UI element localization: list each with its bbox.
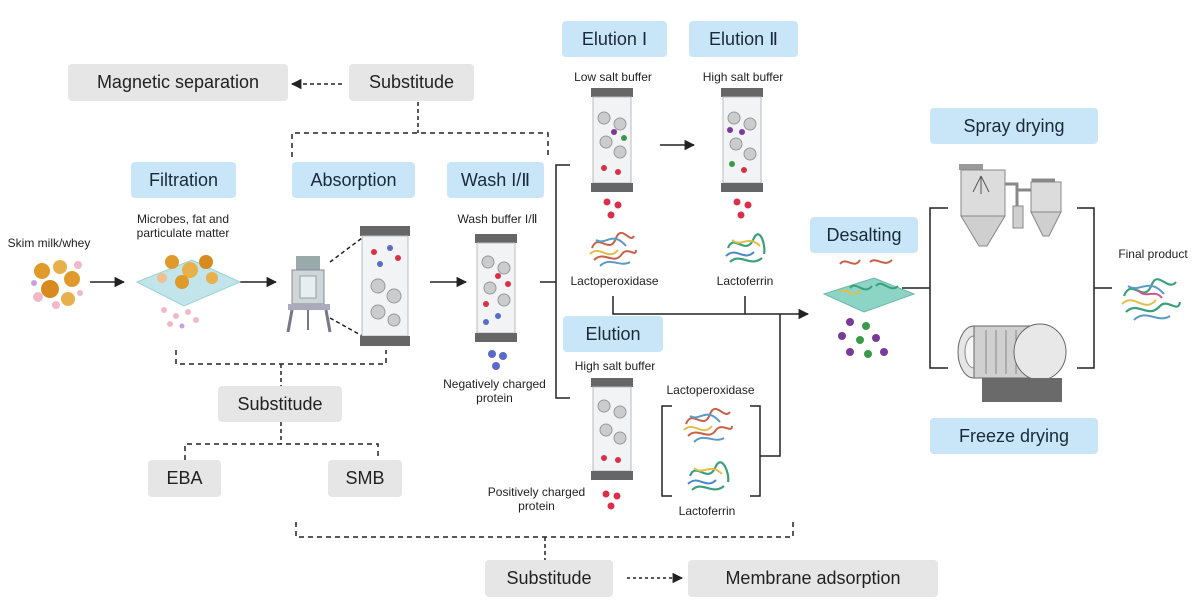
- smb-label: SMB: [345, 468, 385, 488]
- high-salt-buffer-text-1: High salt buffer: [702, 70, 784, 84]
- microbes-text: Microbes, fat and particulate matter: [136, 212, 230, 240]
- split-bracket: [555, 164, 570, 399]
- substitude-top-box: Substitude: [349, 64, 474, 101]
- spray-dryer-icon: [959, 164, 1062, 247]
- negative-beads-icon: [488, 350, 507, 370]
- filter-icon: [135, 255, 242, 329]
- eba-box: EBA: [148, 460, 221, 497]
- membrane-adsorption-label: Membrane adsorption: [725, 568, 901, 588]
- negative-protein-text: Negatively charged protein: [443, 377, 546, 405]
- substitude-bottom-box: Substitude: [485, 560, 613, 597]
- skim-milk-text: Skim milk/whey: [7, 236, 91, 250]
- smb-box: SMB: [328, 460, 402, 497]
- elution-2-column-icon: [721, 88, 763, 192]
- protein-bracket-right: [750, 405, 761, 497]
- desalting-box: Desalting: [810, 217, 918, 253]
- apparatus-icon: [286, 256, 332, 333]
- absorption-box: Absorption: [292, 162, 415, 198]
- positive-protein-text: Positively charged protein: [487, 485, 586, 513]
- positive-beads-icon: [602, 490, 621, 510]
- substitude-bottom-label: Substitude: [506, 568, 592, 588]
- dryer-split-bracket: [929, 207, 948, 369]
- freeze-dryer-icon: [957, 323, 1067, 402]
- dashed-bracket-top: [291, 132, 549, 157]
- magnetic-separation-box: Magnetic separation: [68, 64, 288, 101]
- elution-2-label: Elution Ⅱ: [709, 28, 778, 49]
- magnetic-separation-label: Magnetic separation: [96, 72, 260, 92]
- elution-to-desalting-line: [760, 314, 781, 457]
- milk-particles-icon: [31, 260, 83, 309]
- filtration-label: Filtration: [148, 169, 219, 190]
- lactoperoxidase-text-1: Lactoperoxidase: [570, 274, 659, 288]
- protein-bracket-left: [661, 405, 672, 497]
- elution-column-icon: [591, 378, 633, 480]
- elution-1-column-icon: [591, 88, 633, 192]
- spray-drying-label: Spray drying: [963, 115, 1065, 136]
- dashed-bracket-eba-smb: [184, 443, 379, 460]
- lactoferrin-protein-icon-1: [725, 233, 766, 263]
- high-salt-buffer-text-2: High salt buffer: [574, 359, 656, 373]
- zoom-line-upper: [329, 234, 367, 263]
- desalting-membrane-icon: [822, 259, 916, 358]
- elution-box: Elution: [563, 316, 663, 352]
- lactoperoxidase-protein-icon-2: [683, 407, 733, 443]
- absorption-label: Absorption: [310, 169, 397, 190]
- freeze-drying-box: Freeze drying: [930, 418, 1098, 454]
- arrow-to-desalting: [612, 296, 810, 320]
- membrane-adsorption-box: Membrane adsorption: [688, 560, 938, 597]
- lactoferrin-protein-icon-2: [687, 461, 730, 491]
- absorption-column-icon: [360, 226, 410, 346]
- spray-drying-box: Spray drying: [930, 108, 1098, 144]
- elution-2-box: Elution Ⅱ: [689, 21, 798, 57]
- final-product-text: Final product: [1118, 247, 1188, 261]
- dashed-bracket-mid: [175, 350, 387, 365]
- lactoperoxidase-text-2: Lactoperoxidase: [666, 383, 755, 397]
- substitude-top-label: Substitude: [368, 72, 455, 92]
- elution-2-beads-icon: [733, 198, 752, 219]
- elution-label: Elution: [585, 323, 641, 344]
- elution-1-beads-icon: [603, 198, 622, 219]
- freeze-drying-label: Freeze drying: [958, 425, 1070, 446]
- wash-box: Wash I/Ⅱ: [447, 162, 544, 198]
- low-salt-buffer-text: Low salt buffer: [574, 70, 652, 84]
- substitude-mid-label: Substitude: [237, 393, 323, 414]
- lactoferrin-text-2: Lactoferrin: [678, 504, 736, 518]
- wash-label: Wash I/Ⅱ: [460, 169, 531, 190]
- wash-column-icon: [475, 234, 517, 342]
- eba-label: EBA: [166, 468, 203, 488]
- substitude-mid-box: Substitude: [218, 386, 342, 422]
- lactoferrin-text-1: Lactoferrin: [716, 274, 774, 288]
- wash-buffer-text: Wash buffer I/Ⅱ: [457, 212, 538, 226]
- filtration-box: Filtration: [131, 162, 236, 198]
- final-product-protein-icon: [1121, 278, 1182, 321]
- elution-1-box: Elution Ⅰ: [562, 21, 667, 57]
- elution-1-label: Elution Ⅰ: [581, 28, 648, 49]
- dryer-join-bracket: [1077, 207, 1095, 369]
- desalting-label: Desalting: [826, 224, 902, 245]
- dashed-bracket-bottom: [295, 522, 794, 538]
- lactoperoxidase-protein-icon-1: [589, 231, 637, 267]
